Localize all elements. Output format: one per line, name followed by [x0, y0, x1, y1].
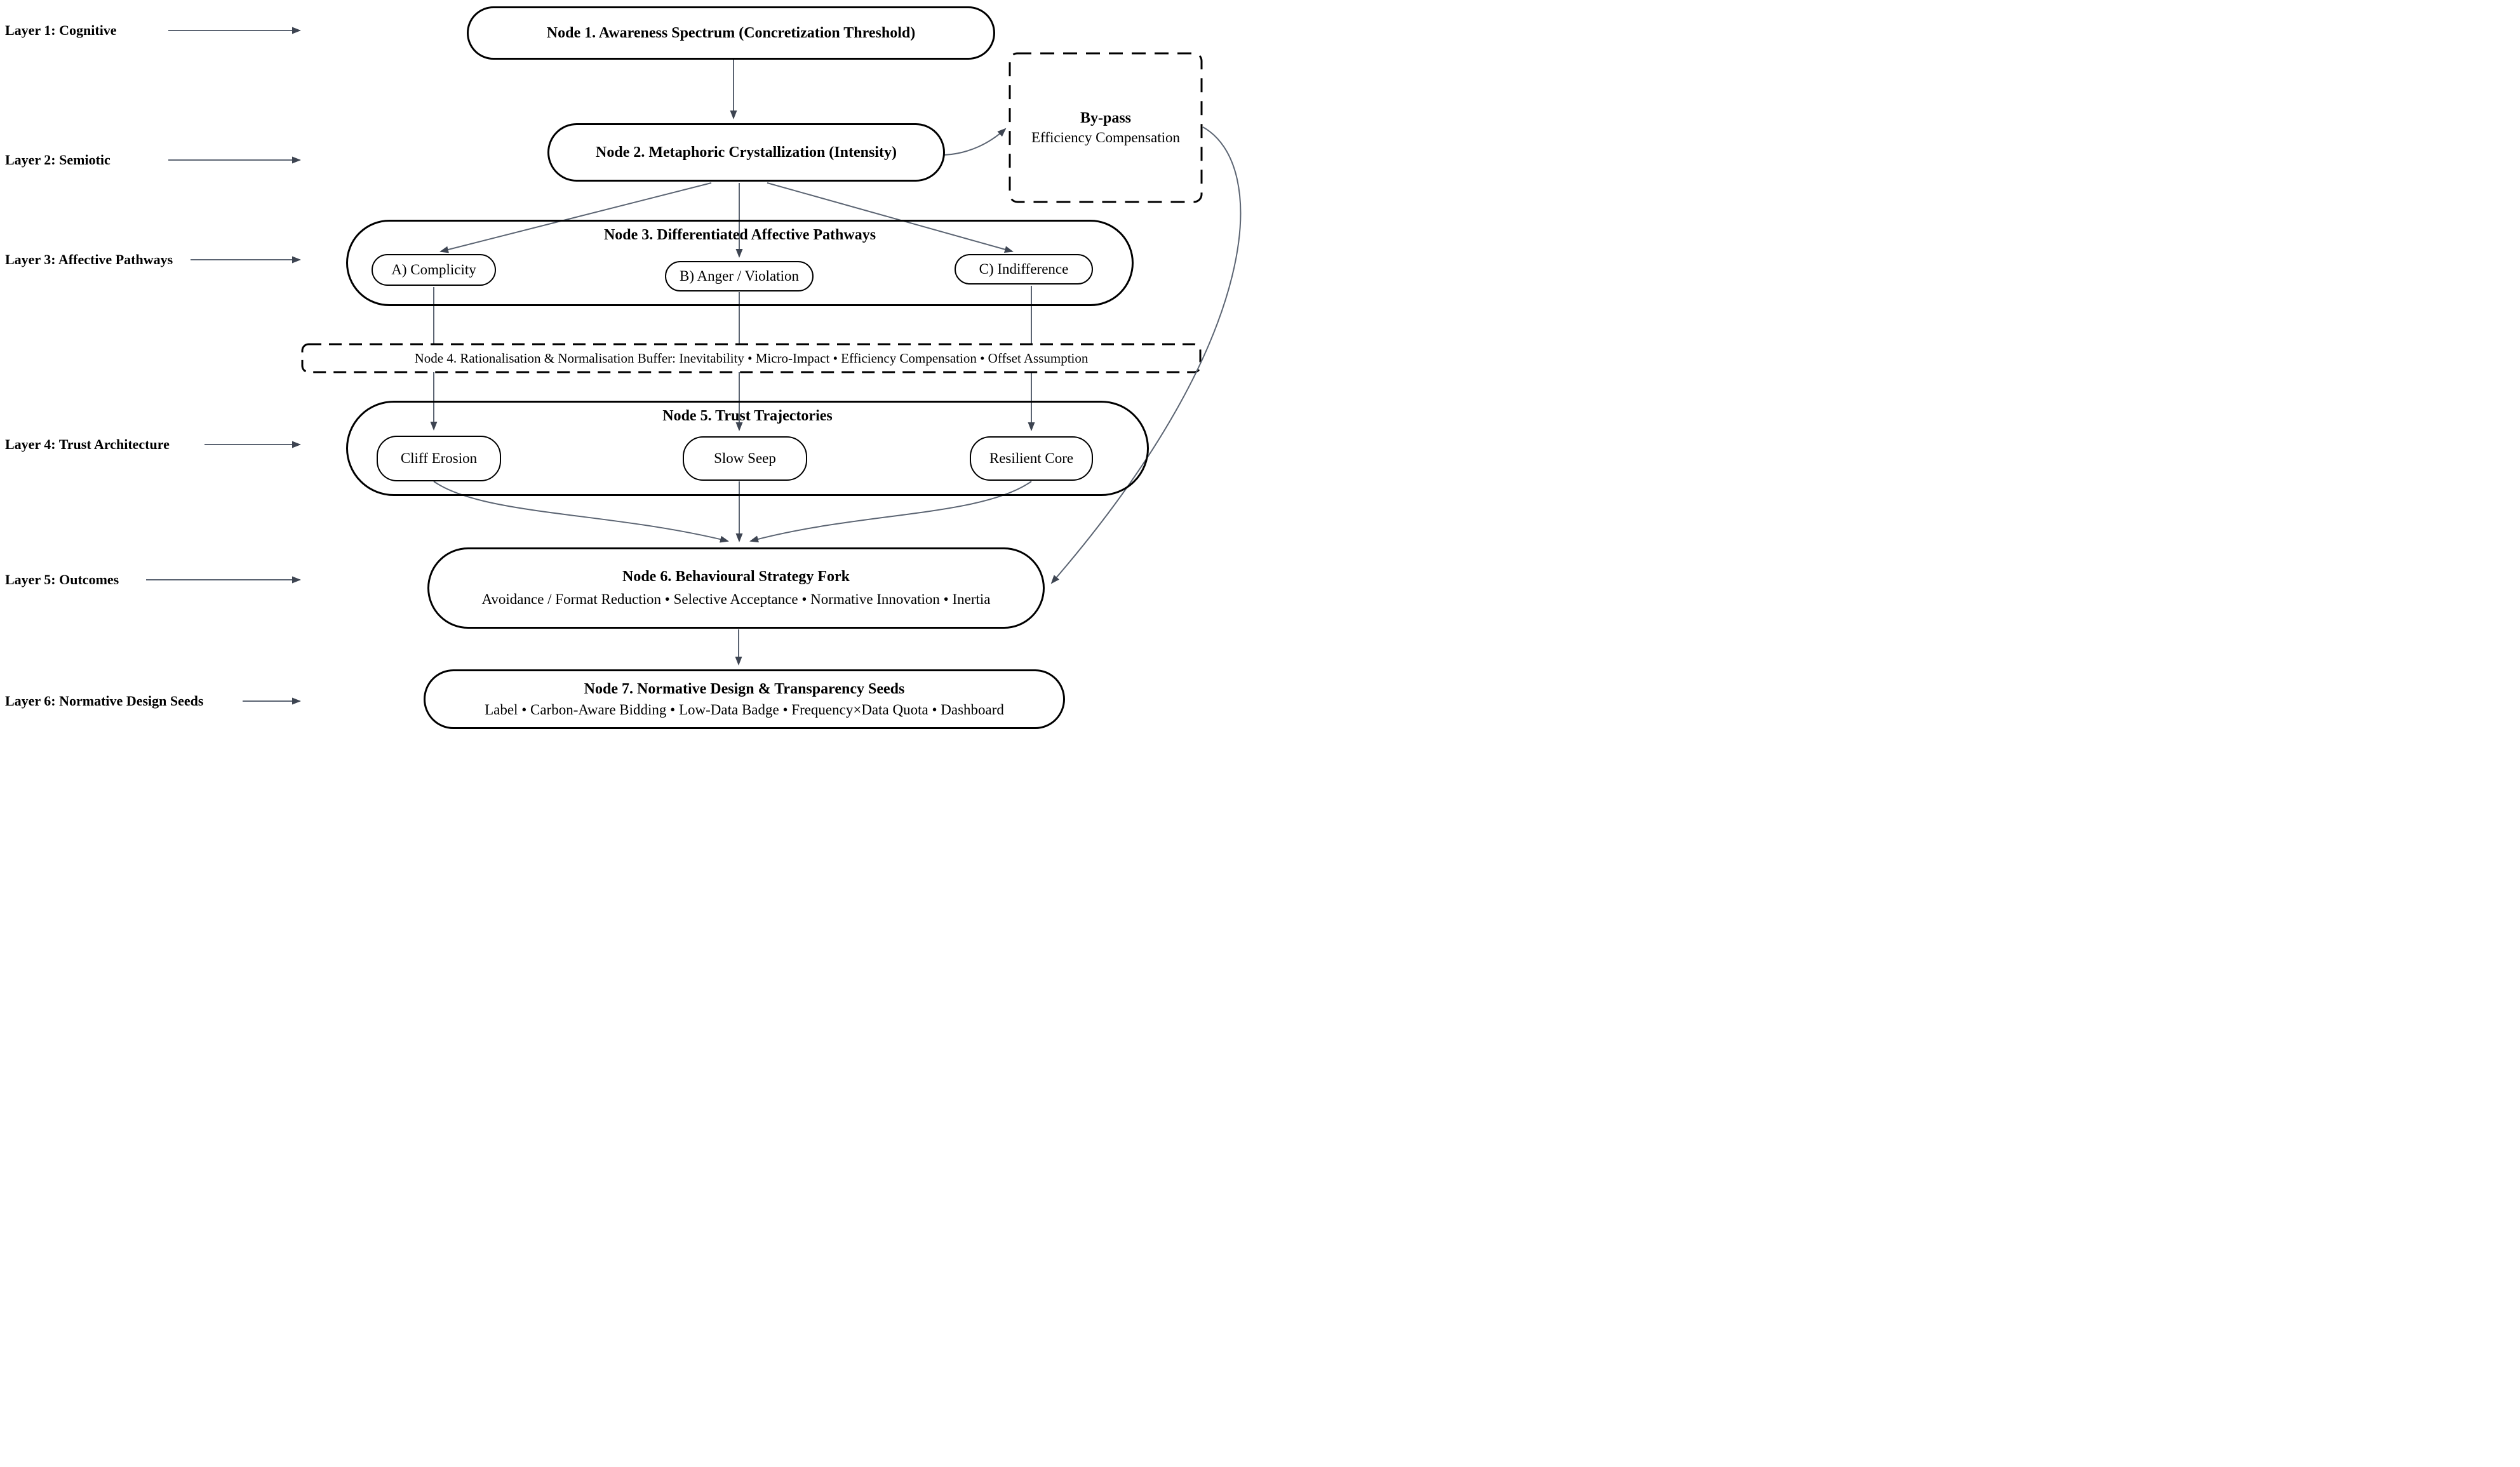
subnode-indifference: C) Indifference: [955, 254, 1093, 285]
node-5-trust-trajectories: Node 5. Trust Trajectories: [346, 401, 1149, 496]
bypass-subtitle: Efficiency Compensation: [1031, 129, 1180, 145]
node-2-crystallization: Node 2. Metaphoric Crystallization (Inte…: [547, 123, 945, 182]
node-2-title: Node 2. Metaphoric Crystallization (Inte…: [596, 144, 897, 161]
node-3-affective-pathways: Node 3. Differentiated Affective Pathway…: [346, 220, 1134, 306]
node-6-behavioural-fork: Node 6. Behavioural Strategy Fork Avoida…: [427, 547, 1045, 629]
bypass-box: By-pass Efficiency Compensation: [1010, 53, 1202, 202]
subnode-cliff-erosion: Cliff Erosion: [377, 436, 501, 481]
arrow-cliff-node6: [433, 481, 729, 543]
bypass-outline: [1009, 52, 1203, 203]
node-7-title: Node 7. Normative Design & Transparency …: [584, 680, 905, 697]
node-6-title: Node 6. Behavioural Strategy Fork: [622, 568, 850, 586]
arrow-node2-indifference: [767, 182, 1014, 253]
arrow-core-node6: [749, 481, 1032, 543]
layer-5-label: Layer 5: Outcomes: [5, 572, 119, 587]
layer-6-label: Layer 6: Normative Design Seeds: [5, 693, 204, 709]
node-4-buffer-outline: [301, 343, 1202, 373]
flow-diagram: Layer 1: Cognitive Layer 2: Semiotic Lay…: [0, 0, 1260, 734]
node-7-subtitle: Label • Carbon-Aware Bidding • Low-Data …: [485, 701, 1004, 718]
subnode-resilient-core: Resilient Core: [970, 436, 1093, 481]
subnode-anger-violation: B) Anger / Violation: [665, 261, 814, 291]
node-7-design-seeds: Node 7. Normative Design & Transparency …: [424, 669, 1065, 729]
layer-4-label: Layer 4: Trust Architecture: [5, 436, 170, 452]
layer-3-label: Layer 3: Affective Pathways: [5, 251, 173, 267]
connector-layer: [146, 27, 1242, 705]
subnode-complicity: A) Complicity: [372, 254, 496, 286]
layer-2-label: Layer 2: Semiotic: [5, 152, 111, 168]
layer-1-label: Layer 1: Cognitive: [5, 22, 117, 38]
node-4-buffer: Node 4. Rationalisation & Normalisation …: [414, 350, 1089, 366]
arrow-node2-complicity: [439, 182, 712, 253]
arrow-node2-bypass: [944, 128, 1007, 156]
node-1-title: Node 1. Awareness Spectrum (Concretizati…: [546, 25, 916, 41]
node-5-title: Node 5. Trust Trajectories: [662, 408, 833, 424]
subnode-slow-seep: Slow Seep: [683, 436, 807, 481]
bypass-title: By-pass: [1080, 109, 1132, 126]
node-1-awareness: Node 1. Awareness Spectrum (Concretizati…: [467, 6, 995, 60]
node-3-title: Node 3. Differentiated Affective Pathway…: [603, 227, 876, 243]
node-6-subtitle: Avoidance / Format Reduction • Selective…: [481, 591, 991, 608]
